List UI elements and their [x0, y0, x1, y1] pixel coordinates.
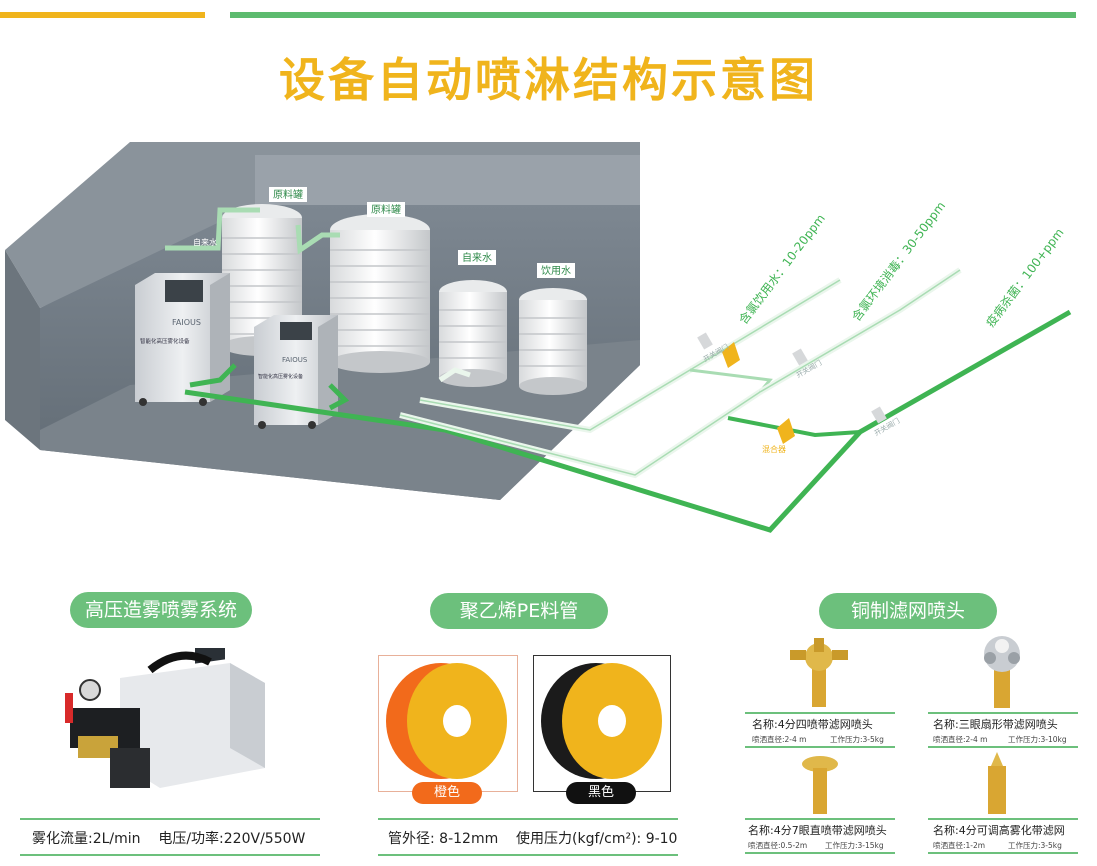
- orange-label: 橙色: [412, 782, 482, 804]
- tank-label-4: 饮用水: [537, 263, 575, 278]
- nozzle-1-pressure: 工作压力:3-5kg: [830, 735, 884, 744]
- pipe-black-card: [533, 655, 671, 792]
- black-label: 黑色: [566, 782, 636, 804]
- nozzle-4-diameter: 喷洒直径:1-2m: [933, 841, 986, 850]
- system-spec-divider-bottom: [20, 854, 320, 856]
- nozzle-1-name: 名称:4分四喷带滤网喷头: [752, 718, 873, 731]
- page-title: 设备自动喷淋结构示意图: [279, 53, 818, 107]
- floor-pipes: [184, 267, 1072, 533]
- nozzle-3-pressure: 工作压力:3-15kg: [825, 841, 884, 850]
- pipe-label-disease: 疫病杀菌：100+ppm: [982, 225, 1066, 330]
- tank-label-1: 原料罐: [269, 187, 307, 202]
- nozzle-divider-5: [745, 818, 895, 820]
- tank-tap-water: [439, 280, 507, 387]
- nozzle-2-diameter: 喷洒直径:2-4 m: [933, 735, 988, 744]
- svg-text:原料罐: 原料罐: [371, 203, 401, 216]
- orange-coil-image: [386, 663, 507, 779]
- nozzle-3-diameter: 喷洒直径:0.5-2m: [748, 841, 808, 850]
- pipe-label-drinking: 含氯饮用水：10-20ppm: [735, 211, 828, 327]
- mixer-1-label: 混合器: [710, 380, 734, 390]
- spray-system-diagram: 原料罐 原料罐 自来水 饮用水 自来水 FAIOUS 智能化高压雾化设备 FAI…: [5, 142, 1072, 533]
- nozzle-divider-3: [928, 712, 1078, 714]
- inlet-label: 自来水: [193, 237, 217, 247]
- mixer-2: 混合器: [762, 418, 795, 454]
- top-accent-bar-yellow: [0, 12, 205, 18]
- nozzle-divider-6: [745, 852, 895, 854]
- nozzle-adjustable-image: [988, 752, 1006, 814]
- tank-label-2: 原料罐: [367, 202, 405, 217]
- svg-text:饮用水: 饮用水: [541, 264, 571, 277]
- pipe-orange-card: [378, 655, 518, 792]
- nozzle-1-diameter: 喷洒直径:2-4 m: [752, 735, 807, 744]
- nozzle-heading: 铜制滤网喷头: [819, 593, 997, 629]
- nozzle-divider-7: [928, 818, 1078, 820]
- nozzle-2-pressure: 工作压力:3-10kg: [1008, 735, 1067, 744]
- nozzle-4-pressure: 工作压力:3-5kg: [1008, 841, 1062, 850]
- top-accent-bar-green: [230, 12, 1076, 18]
- mixer-2-label: 混合器: [762, 444, 786, 454]
- svg-text:原料罐: 原料罐: [273, 188, 303, 201]
- machine-1-title: 智能化高压雾化设备: [140, 337, 190, 345]
- nozzle-divider-2: [745, 746, 895, 748]
- inlet-pipe: 自来水: [165, 207, 340, 255]
- pipe-spec-divider: [378, 818, 678, 820]
- mixer-1: 混合器: [710, 342, 740, 390]
- nozzle-2-name: 名称:三眼扇形带滤网喷头: [933, 718, 1058, 731]
- system-spec-divider: [20, 818, 320, 820]
- spray-machine-2: FAIOUS 智能化高压雾化设备: [254, 315, 338, 429]
- nozzle-divider-4: [928, 746, 1078, 748]
- nozzle-3eye-image: [984, 636, 1020, 708]
- tank-label-3: 自来水: [458, 250, 496, 265]
- system-heading: 高压造雾喷雾系统: [70, 592, 252, 628]
- spray-machine-1: FAIOUS 智能化高压雾化设备: [135, 273, 230, 406]
- nozzle-7eye-image: [802, 756, 838, 814]
- svg-text:自来水: 自来水: [462, 251, 492, 264]
- pipe-heading: 聚乙烯PE料管: [430, 593, 608, 629]
- nozzle-divider-8: [928, 852, 1078, 854]
- machine-2-brand: FAIOUS: [282, 356, 308, 364]
- nozzle-4-name: 名称:4分可调高雾化带滤网: [933, 824, 1065, 837]
- pipe-spec: 管外径: 8-12mm 使用压力(kgf/cm²): 9-10: [388, 831, 678, 847]
- pipe-label-environment: 含氯环境消毒：30-50ppm: [848, 198, 948, 323]
- system-spec: 雾化流量:2L/min 电压/功率:220V/550W: [32, 831, 306, 847]
- black-coil-image: [541, 663, 662, 779]
- machine-2-title: 智能化高压雾化设备: [258, 373, 303, 380]
- misting-machine-image: [65, 648, 265, 788]
- nozzle-4way-image: [790, 638, 848, 707]
- machine-1-brand: FAIOUS: [172, 318, 201, 327]
- pipe-spec-divider-bottom: [378, 854, 678, 856]
- nozzle-3-name: 名称:4分7眼直喷带滤网喷头: [748, 824, 887, 837]
- nozzle-divider-1: [745, 712, 895, 714]
- tank-raw-2: [330, 214, 430, 373]
- tank-drinking-water: [519, 288, 587, 395]
